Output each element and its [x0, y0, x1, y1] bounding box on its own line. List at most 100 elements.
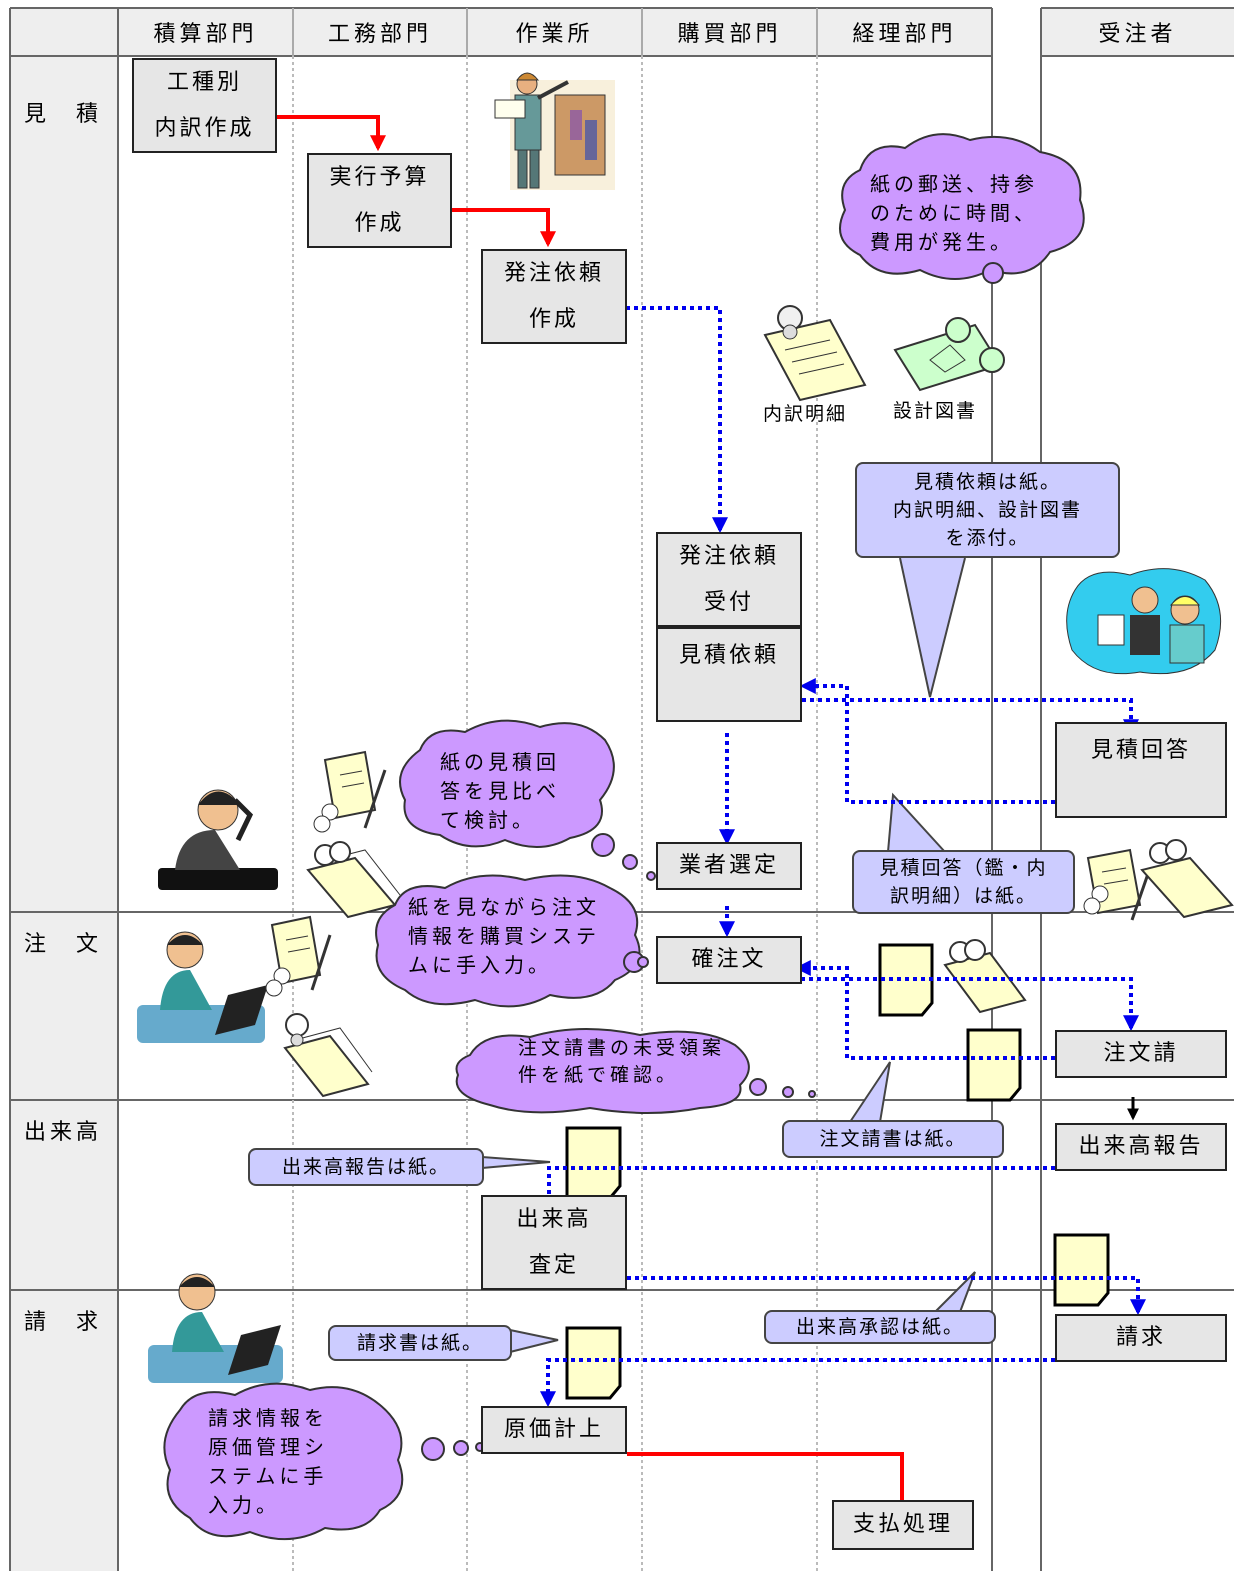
- callout-line: 内訳明細、設計図書: [892, 499, 1082, 521]
- box-shiharai: 支払処理: [832, 1500, 974, 1550]
- caption-sekkei-tosho: 設計図書: [893, 400, 978, 422]
- flow-blue-seikyu: [540, 1358, 1055, 1408]
- document-with-pin-icon: [1140, 839, 1234, 919]
- callout-line: 見積回答（鑑・内: [879, 857, 1048, 879]
- paper-document-icon: [565, 1326, 622, 1400]
- cloud-tail-dot: [421, 1437, 445, 1461]
- gap-column: [992, 56, 1041, 1571]
- box-line: 受付: [703, 589, 754, 615]
- document-with-pin-icon: [763, 305, 867, 402]
- callout-dekidaka-shonin: 出来高承認は紙。: [764, 1310, 996, 1344]
- dept-header-band: [118, 8, 992, 56]
- box-chumon-uke: 注文請: [1055, 1030, 1227, 1078]
- phase-dekidaka: 出来高: [24, 1120, 103, 1145]
- phase-seikyu: 請 求: [24, 1310, 103, 1335]
- box-line: 原価計上: [503, 1417, 604, 1442]
- header-keiri: 経理部門: [852, 22, 957, 47]
- callout-tail: [887, 792, 946, 853]
- box-line: 出来高: [516, 1206, 592, 1232]
- callout-line: 訳明細）は紙。: [889, 885, 1037, 907]
- cloud-tenyuryoku: [375, 874, 641, 1008]
- callout-line: を添付。: [945, 527, 1030, 549]
- box-kaku-chumon: 確注文: [656, 936, 802, 984]
- cloud-yuso-text: 紙の郵送、持参 のために時間、 費用が発生。: [870, 172, 1038, 254]
- cloud-tail-dot: [453, 1440, 469, 1456]
- cloud-mikurabe: [399, 719, 615, 849]
- cloud-tail-dot: [749, 1078, 767, 1096]
- paper-document-icon: [1053, 1233, 1110, 1307]
- callout-mitsumori-irai: 見積依頼は紙。 内訳明細、設計図書 を添付。: [855, 462, 1120, 558]
- flow-blue-hacchu: [626, 306, 728, 534]
- callout-tail: [509, 1329, 559, 1353]
- header-juchusha: 受注者: [1098, 22, 1177, 47]
- box-line: 実行予算: [329, 164, 430, 190]
- cloud-mijuryo: [455, 1027, 750, 1114]
- flow-blue-chumon: [801, 977, 1139, 1032]
- header-sagyosho: 作業所: [515, 22, 594, 47]
- box-dekidaka-satei: 出来高 査定: [481, 1195, 627, 1290]
- phase-mitsumori: 見 積: [24, 102, 103, 127]
- contractor-team-clipart: [1066, 568, 1222, 675]
- box-line: 作成: [354, 210, 405, 236]
- box-seikyu: 請求: [1055, 1314, 1227, 1362]
- callout-seikyusho: 請求書は紙。: [328, 1325, 512, 1361]
- document-with-pin-icon: [283, 1013, 373, 1098]
- cloud-mijuryo-text: 注文請書の未受領案 件を紙で確認。: [518, 1037, 726, 1086]
- box-line: 工種別: [166, 69, 242, 95]
- box-koshubetsu: 工種別 内訳作成: [132, 58, 277, 153]
- box-line: 見積依頼: [678, 643, 779, 668]
- header-komu: 工務部門: [327, 22, 432, 47]
- cloud-tail-dot: [808, 1090, 816, 1098]
- box-hacchu-irai-sakusei: 発注依頼 作成: [481, 249, 627, 344]
- caption-uchiwake-meisai: 内訳明細: [763, 403, 848, 425]
- paper-document-icon: [966, 1028, 1022, 1102]
- cloud-tail-dot: [982, 262, 1004, 284]
- box-line: 支払処理: [852, 1512, 953, 1537]
- pc-operator-clipart: [137, 931, 268, 1043]
- box-mitsumori-kaito: 見積回答: [1055, 722, 1227, 818]
- cloud-tail-dot: [622, 854, 638, 870]
- box-gyosha-sentei: 業者選定: [656, 842, 802, 890]
- cloud-tail-dot: [637, 956, 649, 968]
- box-line: 注文請: [1103, 1041, 1179, 1066]
- construction-worker-clipart: [494, 72, 615, 190]
- callout-line: 見積依頼は紙。: [913, 471, 1061, 493]
- box-hacchu-irai-uketsuke: 発注依頼 受付: [656, 532, 802, 627]
- callout-tail: [849, 1061, 891, 1123]
- blueprint-scroll-icon: [893, 317, 1005, 392]
- flow-blue-mitsumori-irai: [802, 698, 1139, 736]
- phase-column: [10, 8, 118, 1571]
- box-line: 業者選定: [678, 853, 779, 878]
- header-sekisan: 積算部門: [153, 22, 258, 47]
- flow-red-3: [627, 1452, 910, 1522]
- box-line: 出来高報告: [1078, 1134, 1204, 1159]
- cloud-tenyuryoku-text: 紙を見ながら注文 情報を購買システ ムに手入力。: [408, 895, 600, 977]
- box-line: 確注文: [691, 947, 767, 972]
- box-line: 内訳作成: [154, 115, 255, 141]
- memo-with-pencil-icon: [313, 750, 387, 833]
- box-line: 査定: [528, 1252, 579, 1278]
- box-line: 発注依頼: [503, 260, 604, 286]
- box-line: 作成: [528, 306, 579, 332]
- callout-mitsumori-kaito: 見積回答（鑑・内 訳明細）は紙。: [852, 850, 1075, 914]
- cloud-tail-dot: [782, 1086, 794, 1098]
- box-genka-keijo: 原価計上: [481, 1406, 627, 1454]
- worried-office-worker-clipart: [158, 789, 278, 890]
- flow-red-2: [451, 208, 556, 248]
- box-mitsumori-irai: 見積依頼: [656, 627, 802, 722]
- cloud-genka-kanri-text: 請求情報を 原価管理シ ステムに手 入力。: [208, 1406, 328, 1517]
- callout-tail: [934, 1271, 976, 1313]
- cloud-tail-dot: [591, 833, 615, 857]
- flow-blue-dekidaka: [541, 1166, 1055, 1212]
- document-with-pin-icon: [943, 939, 1027, 1014]
- paper-document-icon: [565, 1126, 622, 1200]
- callout-dekidaka-hokoku: 出来高報告は紙。: [248, 1148, 484, 1186]
- flow-blue-chumon-uke: [794, 960, 1055, 1060]
- contractor-header-band: [1041, 8, 1234, 56]
- cloud-genka-kanri: [163, 1382, 404, 1541]
- callout-tail: [899, 557, 966, 698]
- callout-chumon-ukesho: 注文請書は紙。: [782, 1120, 1004, 1158]
